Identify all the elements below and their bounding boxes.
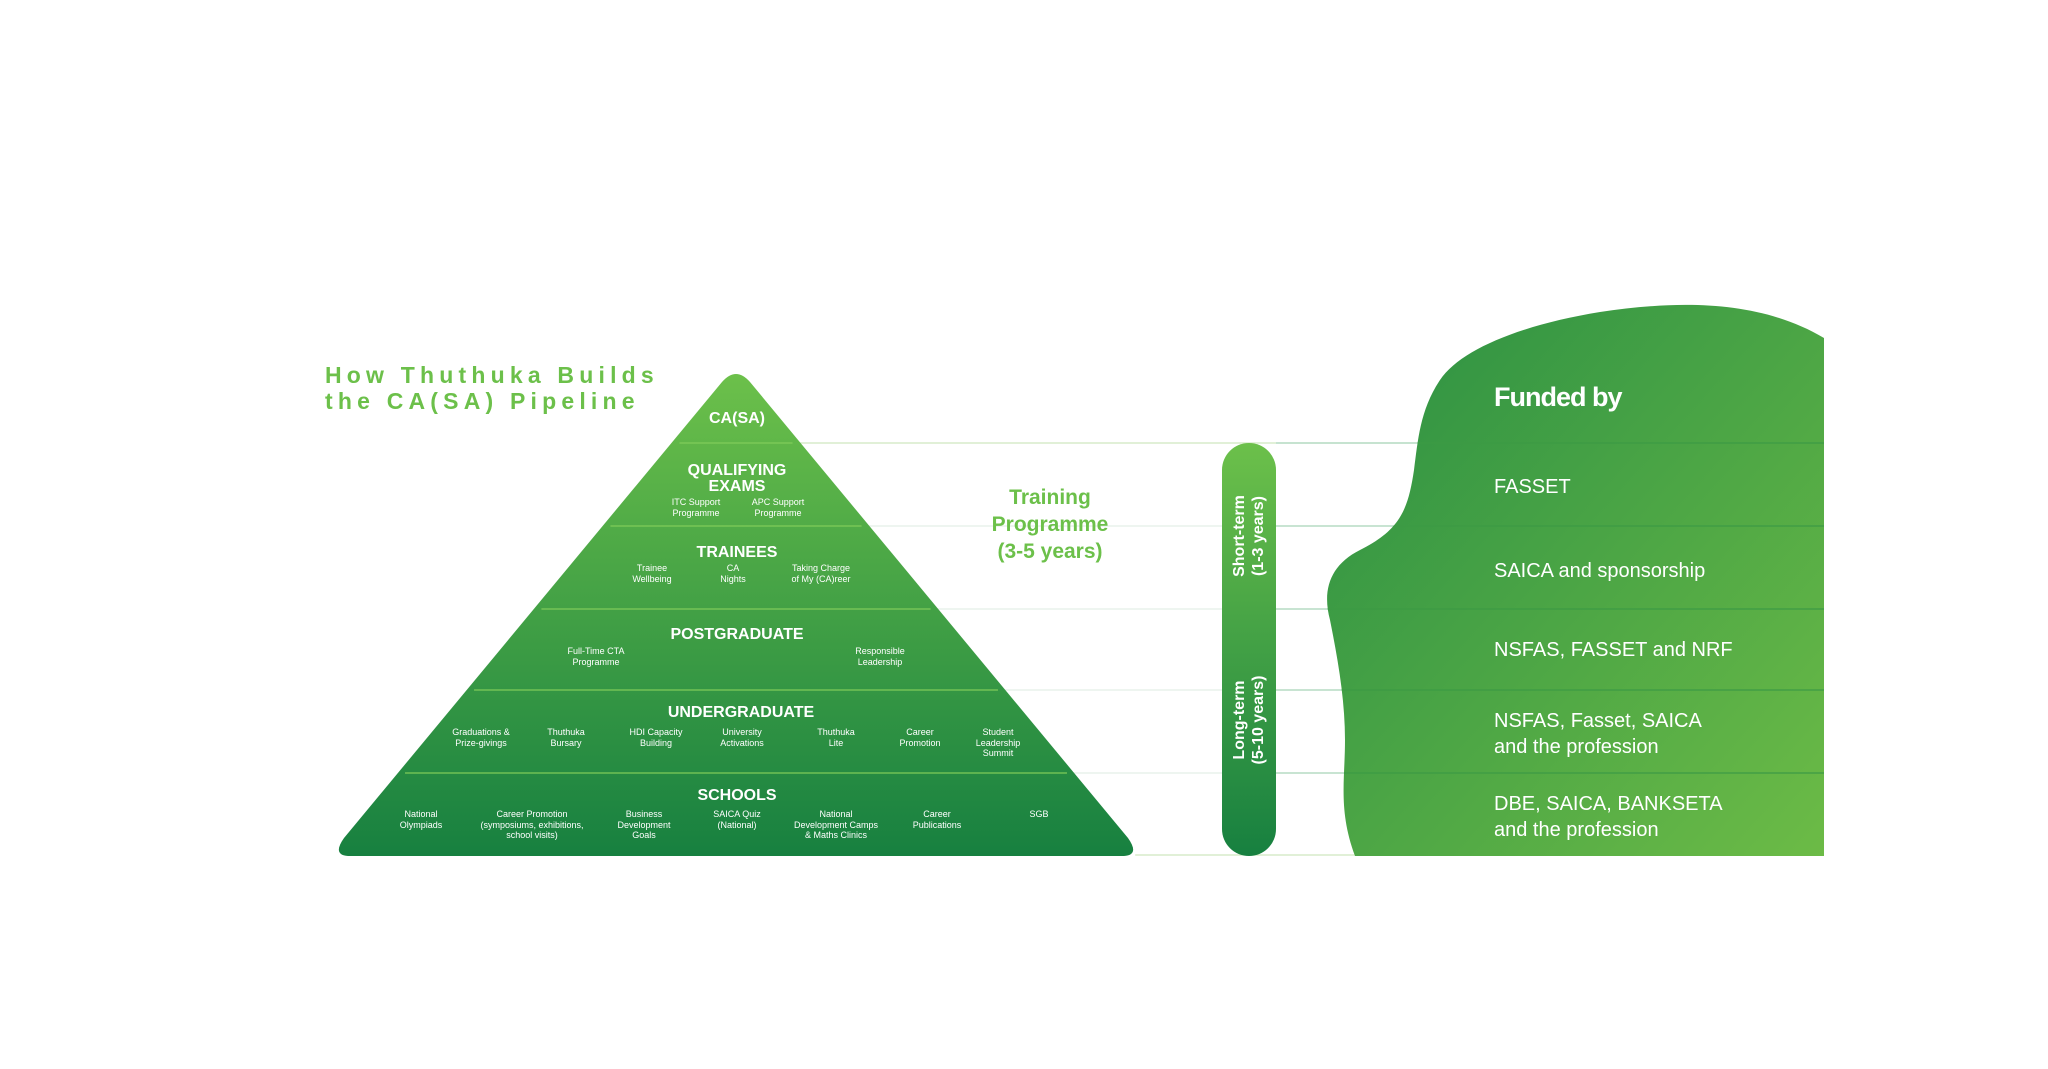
pyramid-programme-item: National Development Camps & Maths Clini… (793, 809, 879, 840)
training-line-3: (3-5 years) (997, 540, 1103, 563)
pyramid-level-title: CA(SA) (709, 410, 765, 427)
long-term-line-1: Long-term (1231, 680, 1248, 760)
pyramid-programme-item: Career Publications (912, 809, 962, 830)
pyramid-programme-item: SGB (1029, 809, 1049, 819)
timeline-pill (1222, 443, 1276, 856)
pyramid-programme-item: Career Promotion (899, 727, 941, 748)
long-term-label: Long-term (5-10 years) (1230, 640, 1268, 800)
title-line-2: the CA(SA) Pipeline (325, 388, 640, 414)
pyramid-programme-item: National Olympiads (399, 809, 443, 830)
short-term-line-2: (1-3 years) (1250, 495, 1267, 577)
pyramid-dividers (405, 442, 1067, 774)
funded-by-heading: Funded by (1494, 382, 1622, 412)
pyramid-programme-item: APC Support Programme (751, 497, 805, 518)
pyramid-level-title: SCHOOLS (697, 787, 777, 804)
title-line-1: How Thuthuka Builds (325, 362, 659, 388)
short-term-line-1: Short-term (1231, 495, 1248, 577)
pyramid-programme-item: Career Promotion (symposiums, exhibition… (480, 809, 584, 840)
funder-row: FASSET (1494, 476, 1571, 498)
training-line-1: Training (1009, 486, 1091, 509)
training-programme-label: Training Programme (3-5 years) (992, 484, 1109, 565)
funder-row: NSFAS, Fasset, SAICA and the profession (1494, 710, 1702, 758)
pyramid-level-title: TRAINEES (696, 544, 778, 561)
diagram-title: How Thuthuka Builds the CA(SA) Pipeline (325, 362, 659, 414)
pyramid-programme-item: CA Nights (720, 563, 746, 584)
pyramid-programme-item: University Activations (720, 727, 764, 748)
pyramid-programme-item: Responsible Leadership (855, 646, 905, 667)
short-term-label: Short-term (1-3 years) (1230, 456, 1268, 616)
pyramid-programme-item: Thuthuka Lite (817, 727, 855, 748)
pyramid-programme-item: Business Development Goals (617, 809, 671, 840)
pyramid-shape (338, 374, 1134, 856)
pyramid-programme-item: HDI Capacity Building (629, 727, 683, 748)
funder-row: DBE, SAICA, BANKSETA and the profession (1494, 793, 1723, 841)
long-term-line-2: (5-10 years) (1250, 675, 1267, 765)
pyramid-programme-item: Taking Charge of My (CA)reer (791, 563, 851, 584)
pyramid-programme-item: Student Leadership Summit (975, 727, 1021, 758)
pyramid-programme-item: Thuthuka Bursary (547, 727, 585, 748)
pyramid-programme-item: ITC Support Programme (671, 497, 721, 518)
pyramid-programme-item: Graduations & Prize-givings (452, 727, 510, 748)
pyramid-level-title: UNDERGRADUATE (667, 704, 815, 721)
pyramid-programme-item: Full-Time CTA Programme (567, 646, 625, 667)
pyramid-level-title: POSTGRADUATE (670, 626, 804, 643)
pyramid-programme-item: Trainee Wellbeing (632, 563, 672, 584)
funder-row: SAICA and sponsorship (1494, 560, 1706, 582)
pyramid-programme-item: SAICA Quiz (National) (713, 809, 761, 830)
pyramid-level-title: QUALIFYING EXAMS (687, 462, 787, 495)
training-line-2: Programme (991, 513, 1109, 536)
funder-row: NSFAS, FASSET and NRF (1494, 639, 1733, 661)
